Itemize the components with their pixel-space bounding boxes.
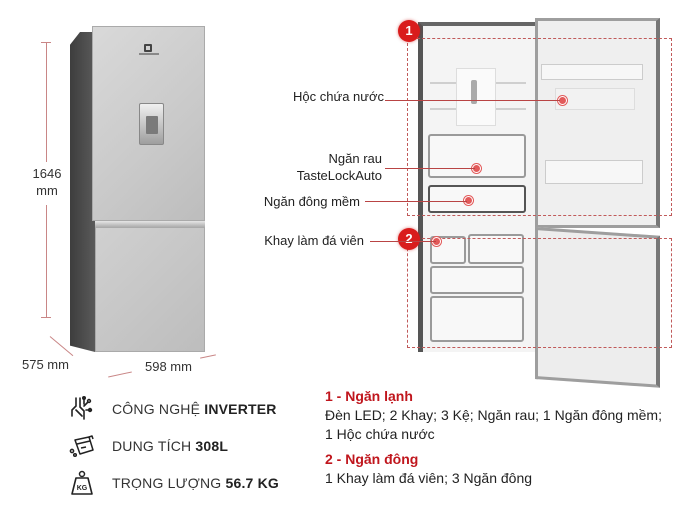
spec-capacity: DUNG TÍCH 308L	[68, 433, 228, 459]
brand-logo-text	[139, 53, 159, 55]
height-unit: mm	[36, 183, 58, 198]
height-value: 1646	[32, 166, 62, 181]
fridge-upper-door-open	[535, 18, 660, 228]
brand-logo-icon	[144, 44, 152, 52]
depth-dimension-line	[49, 336, 74, 357]
fridge-lower-door	[95, 227, 205, 352]
spec-inverter-text: CÔNG NGHỆ INVERTER	[112, 401, 277, 417]
height-dimension-line	[46, 42, 47, 162]
height-label: 1646 mm	[29, 165, 65, 199]
spec-capacity-value: 308L	[195, 438, 229, 454]
leader-soft-freeze	[365, 201, 467, 202]
spec-weight-text: TRỌNG LƯỢNG 56.7 KG	[112, 475, 279, 491]
fridge-compartment-title: 1 - Ngăn lạnh	[325, 388, 413, 404]
spec-weight: KG TRỌNG LƯỢNG 56.7 KG	[68, 470, 279, 496]
freezer-compartment-badge: 2	[398, 228, 420, 250]
spec-inverter: CÔNG NGHỆ INVERTER	[68, 396, 277, 422]
freezer-drawer	[430, 296, 524, 342]
door-bin	[541, 64, 643, 80]
callout-water-tank: Hộc chứa nước	[293, 89, 384, 104]
width-dimension-line-left	[108, 371, 132, 378]
freezer-compartment-desc: 1 Khay làm đá viên; 3 Ngăn đông	[325, 469, 532, 488]
water-tank	[456, 68, 496, 126]
callout-soft-freeze: Ngăn đông mềm	[263, 194, 360, 209]
freezer-compartment-desc-line1: 1 Khay làm đá viên; 3 Ngăn đông	[325, 470, 533, 486]
soft-freeze-marker	[464, 196, 473, 205]
width-label: 598 mm	[145, 359, 192, 374]
freezer-drawer	[430, 266, 524, 294]
soft-freeze-drawer	[428, 185, 526, 213]
fridge-handle	[95, 221, 205, 229]
svg-text:KG: KG	[77, 485, 88, 492]
water-dispenser	[139, 103, 164, 145]
fridge-compartment-badge: 1	[398, 20, 420, 42]
spec-capacity-label: DUNG TÍCH	[112, 438, 196, 454]
inverter-circuit-icon	[68, 396, 96, 422]
callout-crisper: Ngăn rau TasteLockAuto	[270, 150, 382, 184]
fridge-compartment-desc: Đèn LED; 2 Khay; 3 Kệ; Ngăn rau; 1 Ngăn …	[325, 406, 662, 444]
height-tick-bottom	[41, 317, 51, 318]
freezer-drawer	[468, 234, 524, 264]
leader-crisper	[385, 168, 475, 169]
leader-water-tank	[385, 100, 560, 101]
water-tank-tap	[471, 80, 477, 104]
spec-inverter-label: CÔNG NGHỆ	[112, 401, 205, 417]
callout-ice-tray: Khay làm đá viên	[264, 233, 364, 248]
fridge-side-panel	[70, 32, 95, 352]
width-dimension-line-right	[200, 354, 216, 359]
callout-crisper-line1: Ngăn rau	[328, 151, 382, 166]
weight-kg-icon: KG	[68, 470, 96, 496]
dispenser-tank	[555, 88, 635, 110]
freezer-compartment-title: 2 - Ngăn đông	[325, 451, 419, 467]
fridge-compartment-desc-line2: 1 Hộc chứa nước	[325, 426, 435, 442]
depth-label: 575 mm	[22, 357, 69, 372]
height-dimension-line-lower	[46, 205, 47, 317]
spec-weight-label: TRỌNG LƯỢNG	[112, 475, 226, 491]
callout-crisper-line2: TasteLockAuto	[296, 168, 382, 183]
freezer-compartment-outline	[407, 238, 672, 348]
spec-capacity-text: DUNG TÍCH 308L	[112, 438, 228, 454]
spec-weight-value: 56.7 KG	[225, 475, 280, 491]
height-tick-top	[41, 42, 51, 43]
fridge-compartment-desc-line1: Đèn LED; 2 Khay; 3 Kệ; Ngăn rau; 1 Ngăn …	[325, 407, 662, 423]
fridge-compartment-outline	[407, 38, 672, 216]
spec-inverter-value: INVERTER	[204, 401, 277, 417]
capacity-container-icon	[68, 433, 96, 459]
door-bin	[545, 160, 643, 184]
dispenser-nozzle	[146, 116, 158, 134]
leader-ice-tray	[370, 241, 436, 242]
